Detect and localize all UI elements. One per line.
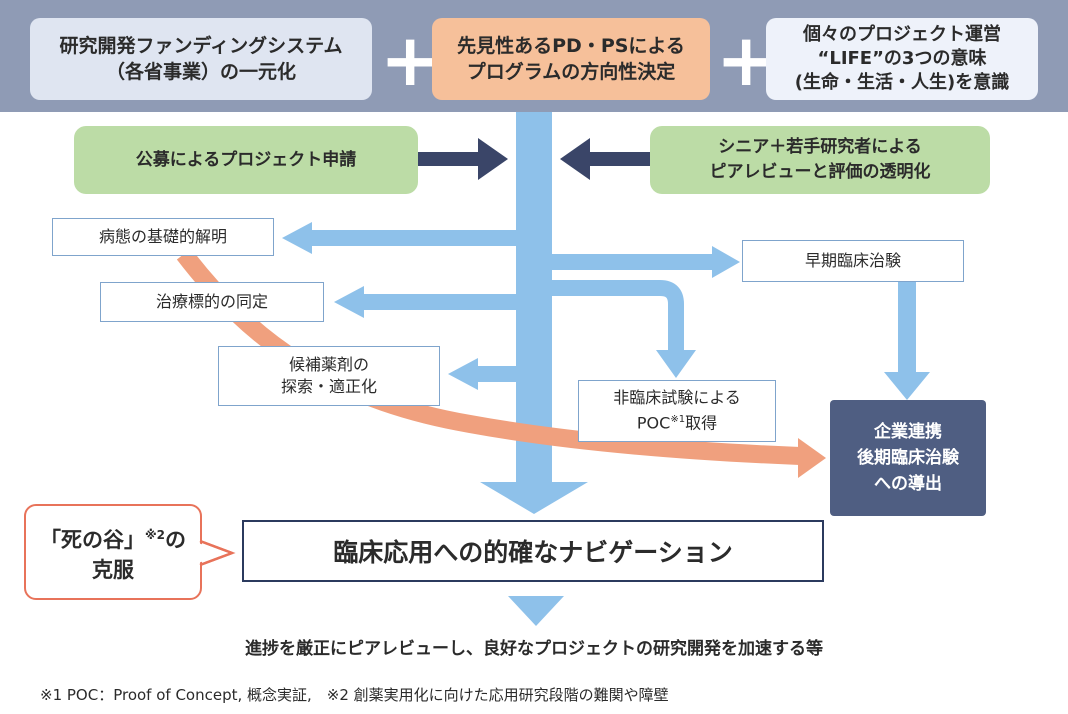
valley-text-a: 「死の谷」 xyxy=(39,527,145,552)
result-text: 進捗を厳正にピアレビューし、良好なプロジェクトの研究開発を加速する等 xyxy=(245,639,823,659)
box-pd-line2: プログラムの方向性決定 xyxy=(466,61,676,83)
box-life-line2: “LIFE”の3つの意味 xyxy=(817,48,987,69)
branch-candidate-head xyxy=(448,358,478,390)
public-application-text: 公募によるプロジェクト申請 xyxy=(135,149,357,170)
branch-early-head xyxy=(712,246,740,278)
company-line2: 後期臨床治験 xyxy=(857,448,959,468)
valley-of-death-bubble: 「死の谷」※2の 克服 xyxy=(24,504,202,600)
right-input-arrow xyxy=(560,138,650,180)
nonclinical-line1: 非臨床試験による xyxy=(613,388,741,408)
valley-line2: 克服 xyxy=(91,557,134,582)
box-pd-line1: 先見性あるPD・PSによる xyxy=(457,35,685,57)
box-pathology: 病態の基礎的解明 xyxy=(52,218,274,256)
pathology-text: 病態の基礎的解明 xyxy=(98,227,227,246)
box-nonclinical: 非臨床試験による POC※1取得 xyxy=(578,380,776,442)
nonclinical-poc: POC xyxy=(636,413,671,433)
branch-nonclinical xyxy=(552,280,684,350)
nonclinical-acquire: 取得 xyxy=(685,413,718,433)
target-text: 治療標的の同定 xyxy=(155,292,268,311)
branch-target-head xyxy=(334,286,364,318)
box-pd-ps-direction: 先見性あるPD・PSによる プログラムの方向性決定 xyxy=(432,18,710,100)
orange-flow-head xyxy=(798,438,826,478)
box-funding-unification: 研究開発ファンディングシステム （各省事業）の一元化 xyxy=(30,18,372,100)
plus-icon: + xyxy=(380,18,441,102)
box-target: 治療標的の同定 xyxy=(100,282,324,322)
branch-early-down-head xyxy=(884,372,930,400)
nonclinical-note: ※1 xyxy=(670,414,686,426)
box-candidate: 候補薬剤の 探索・適正化 xyxy=(218,346,440,406)
box-public-application: 公募によるプロジェクト申請 xyxy=(74,126,418,194)
branch-target xyxy=(364,294,516,310)
valley-text-b: の xyxy=(165,527,186,552)
main-trunk-arrowhead xyxy=(480,482,588,514)
box-life-line3: (生命・生活・人生)を意識 xyxy=(794,72,1010,93)
navigation-text: 臨床応用への的確なナビゲーション xyxy=(333,538,733,567)
branch-candidate xyxy=(478,366,516,382)
box-company-collaboration: 企業連携 後期臨床治験 への導出 xyxy=(830,400,986,516)
early-clinical-text: 早期臨床治験 xyxy=(804,251,901,270)
branch-early xyxy=(552,254,712,270)
company-line1: 企業連携 xyxy=(874,422,942,442)
orange-flow-curve xyxy=(176,248,801,465)
branch-early-down xyxy=(898,282,916,372)
valley-note: ※2 xyxy=(144,527,165,542)
left-input-arrow xyxy=(418,138,508,180)
candidate-line1: 候補薬剤の xyxy=(288,355,369,374)
company-line3: への導出 xyxy=(874,474,942,494)
branch-nonclinical-head xyxy=(656,350,696,378)
box-peer-review: シニア＋若手研究者による ピアレビューと評価の透明化 xyxy=(650,126,990,194)
branch-pathology-head xyxy=(282,222,312,254)
branch-pathology xyxy=(312,230,516,246)
candidate-line2: 探索・適正化 xyxy=(280,377,377,396)
box-early-clinical: 早期臨床治験 xyxy=(742,240,964,282)
main-trunk-arrow xyxy=(516,112,552,482)
box-funding-line2: （各省事業）の一元化 xyxy=(105,61,296,83)
footnote: ※1 POC：Proof of Concept, 概念実証, ※2 創薬実用化に… xyxy=(40,686,669,704)
box-life-line1: 個々のプロジェクト運営 xyxy=(802,24,1001,45)
result-arrowhead xyxy=(508,596,564,626)
box-funding-line1: 研究開発ファンディングシステム xyxy=(59,35,343,57)
box-clinical-navigation: 臨床応用への的確なナビゲーション xyxy=(242,520,824,582)
peer-review-line2: ピアレビューと評価の透明化 xyxy=(709,162,931,182)
valley-pointer xyxy=(198,539,236,567)
peer-review-line1: シニア＋若手研究者による xyxy=(718,137,922,157)
box-life-management: 個々のプロジェクト運営 “LIFE”の3つの意味 (生命・生活・人生)を意識 xyxy=(766,18,1038,100)
